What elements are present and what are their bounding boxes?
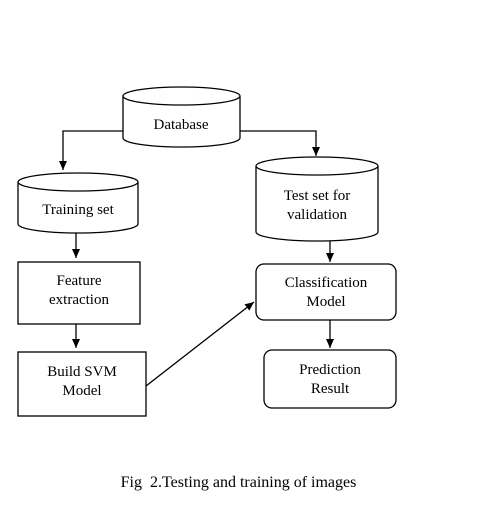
connectors	[59, 130, 334, 387]
feature-extraction-box	[17, 261, 141, 325]
test-set-label-line1: Test set for	[284, 188, 350, 204]
arrow-database-to-testset	[240, 130, 320, 156]
test-set-cylinder-top	[255, 156, 379, 176]
training-set-label: Training set	[42, 202, 114, 218]
test-set-label-line2: validation	[287, 207, 347, 223]
test-set-node: Test set for validation	[255, 156, 379, 242]
build-svm-node: Build SVM Model	[17, 351, 147, 417]
build-svm-label-line1: Build SVM	[47, 364, 117, 380]
figure-caption: Fig 2.Testing and training of images	[120, 474, 357, 491]
build-svm-box	[17, 351, 147, 417]
database-cylinder-top	[122, 86, 241, 106]
prediction-result-label-line1: Prediction	[299, 362, 361, 378]
training-set-node: Training set	[17, 172, 139, 234]
prediction-result-box	[263, 349, 397, 409]
flowchart-diagram: Database Training set Test set for valid…	[17, 86, 397, 417]
classification-model-label-line1: Classification	[285, 275, 368, 291]
feature-extraction-label-line2: extraction	[49, 292, 109, 308]
arrow-buildsvm-to-classification	[145, 301, 255, 387]
classification-model-label-line2: Model	[306, 294, 345, 310]
feature-extraction-label-line1: Feature	[57, 273, 102, 289]
database-cylinder-body	[122, 96, 241, 148]
build-svm-label-line2: Model	[62, 383, 101, 399]
arrow-database-to-training	[59, 130, 123, 170]
database-label: Database	[154, 117, 209, 133]
classification-model-node: Classification Model	[255, 263, 397, 321]
test-set-cylinder-body	[255, 166, 379, 242]
prediction-result-node: Prediction Result	[263, 349, 397, 409]
classification-model-box	[255, 263, 397, 321]
training-set-cylinder-body	[17, 182, 139, 234]
prediction-result-label-line2: Result	[311, 381, 350, 397]
training-set-cylinder-top	[17, 172, 139, 192]
database-node: Database	[122, 86, 241, 148]
feature-extraction-node: Feature extraction	[17, 261, 141, 325]
